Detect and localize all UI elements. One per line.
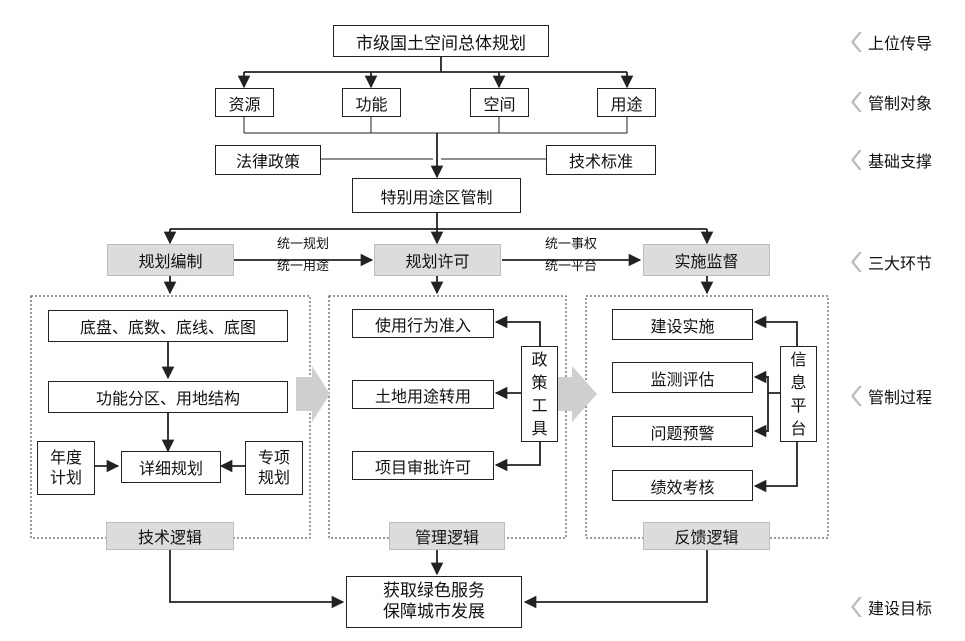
arrow-platform-to-warning	[753, 393, 769, 438]
chevron-left-icon	[848, 91, 862, 113]
object-space: 空间	[470, 88, 529, 117]
tech-logic-label: 技术逻辑	[106, 522, 234, 550]
link-label-unified-use: 统一用途	[276, 258, 329, 274]
link-label-permit-supervise: 统一事权 统一平台	[525, 237, 617, 274]
annual-plan-line-2: 计划	[49, 468, 82, 487]
big-arrow-mgmt-to-feedback	[554, 366, 597, 422]
arrow-tool-to-access	[494, 315, 541, 346]
tech-special-plan: 专项 规划	[245, 441, 303, 495]
side-label-text: 建设目标	[868, 599, 933, 618]
side-label-text: 管制对象	[868, 94, 933, 113]
policy-tool-char-3: 工	[531, 396, 548, 415]
tech-zoning-item: 功能分区、用地结构	[48, 381, 288, 413]
side-label-three-stages: 三大环节	[848, 248, 958, 276]
object-use: 用途	[597, 88, 656, 117]
side-label-construction-goal: 建设目标	[848, 593, 958, 621]
mgmt-approval-item: 项目审批许可	[352, 451, 494, 480]
chevron-left-icon	[848, 385, 862, 407]
chevron-left-icon	[848, 251, 862, 273]
feedback-construction: 建设实施	[612, 309, 753, 340]
side-label-text: 上位传导	[868, 34, 933, 53]
side-label-text: 三大环节	[868, 254, 933, 273]
object-resource: 资源	[215, 88, 274, 117]
basis-tech-standard: 技术标准	[546, 145, 656, 175]
tech-detail-plan: 详细规划	[121, 451, 221, 483]
mgmt-logic-label: 管理逻辑	[389, 522, 505, 550]
chevron-left-icon	[848, 149, 862, 171]
goal-box: 获取绿色服务 保障城市发展	[346, 576, 522, 628]
feedback-assessment: 绩效考核	[612, 470, 753, 501]
tech-annual-plan: 年度 计划	[37, 441, 95, 495]
info-platform-char-3: 平	[790, 396, 807, 415]
feedback-warning: 问题预警	[612, 416, 753, 447]
policy-tool-box: 政 策 工 具	[521, 346, 558, 442]
big-arrow-tech-to-mgmt	[296, 366, 330, 422]
arrow-platform-to-monitoring	[753, 370, 780, 394]
tech-base-item: 底盘、底数、底线、底图	[48, 310, 288, 342]
policy-tool-char-2: 策	[531, 372, 548, 392]
chevron-left-icon	[848, 596, 862, 618]
info-platform-box: 信 息 平 台	[780, 346, 817, 442]
policy-tool-char-1: 政	[531, 349, 548, 369]
chevron-left-icon	[848, 31, 862, 53]
special-plan-line-2: 规划	[257, 468, 290, 487]
goal-line-2: 保障城市发展	[383, 602, 485, 622]
top-plan-box: 市级国土空间总体规划	[333, 25, 549, 57]
object-function: 功能	[342, 88, 401, 117]
side-label-text: 管制过程	[868, 388, 933, 407]
goal-line-1: 获取绿色服务	[383, 580, 485, 601]
info-platform-char-2: 息	[790, 372, 807, 392]
arrow-feedback-to-goal	[523, 550, 708, 609]
arrow-platform-to-construction	[753, 315, 798, 346]
side-label-control-process: 管制过程	[848, 382, 958, 410]
link-label-unified-planning: 统一规划	[276, 237, 329, 252]
feedback-logic-label: 反馈逻辑	[643, 522, 770, 550]
side-label-upper-transmission: 上位传导	[848, 28, 958, 56]
mgmt-conversion-item: 土地用途转用	[352, 380, 494, 409]
side-label-text: 基础支撑	[868, 152, 933, 171]
link-label-unified-platform: 统一平台	[544, 258, 597, 274]
annual-plan-line-1: 年度	[49, 448, 82, 467]
policy-tool-char-4: 具	[531, 419, 548, 439]
arrow-tech-to-goal	[169, 550, 345, 609]
info-platform-char-4: 台	[790, 419, 807, 439]
stage-planning: 规划编制	[107, 244, 234, 276]
link-label-unified-authority: 统一事权	[544, 237, 597, 252]
basis-law-policy: 法律政策	[215, 145, 321, 175]
stage-supervision: 实施监督	[643, 244, 770, 276]
special-zone-control: 特别用途区管制	[352, 178, 521, 213]
side-label-control-objects: 管制对象	[848, 88, 958, 116]
info-platform-char-1: 信	[790, 349, 807, 369]
special-plan-line-1: 专项	[257, 448, 290, 467]
side-label-basic-support: 基础支撑	[848, 146, 958, 174]
link-label-plan-permit: 统一规划 统一用途	[257, 237, 349, 274]
arrow-tool-to-approval	[494, 442, 541, 472]
mgmt-access-item: 使用行为准入	[352, 309, 494, 338]
stage-permit: 规划许可	[374, 244, 501, 276]
arrow-platform-to-assessment	[753, 442, 798, 493]
feedback-monitoring: 监测评估	[612, 362, 753, 393]
